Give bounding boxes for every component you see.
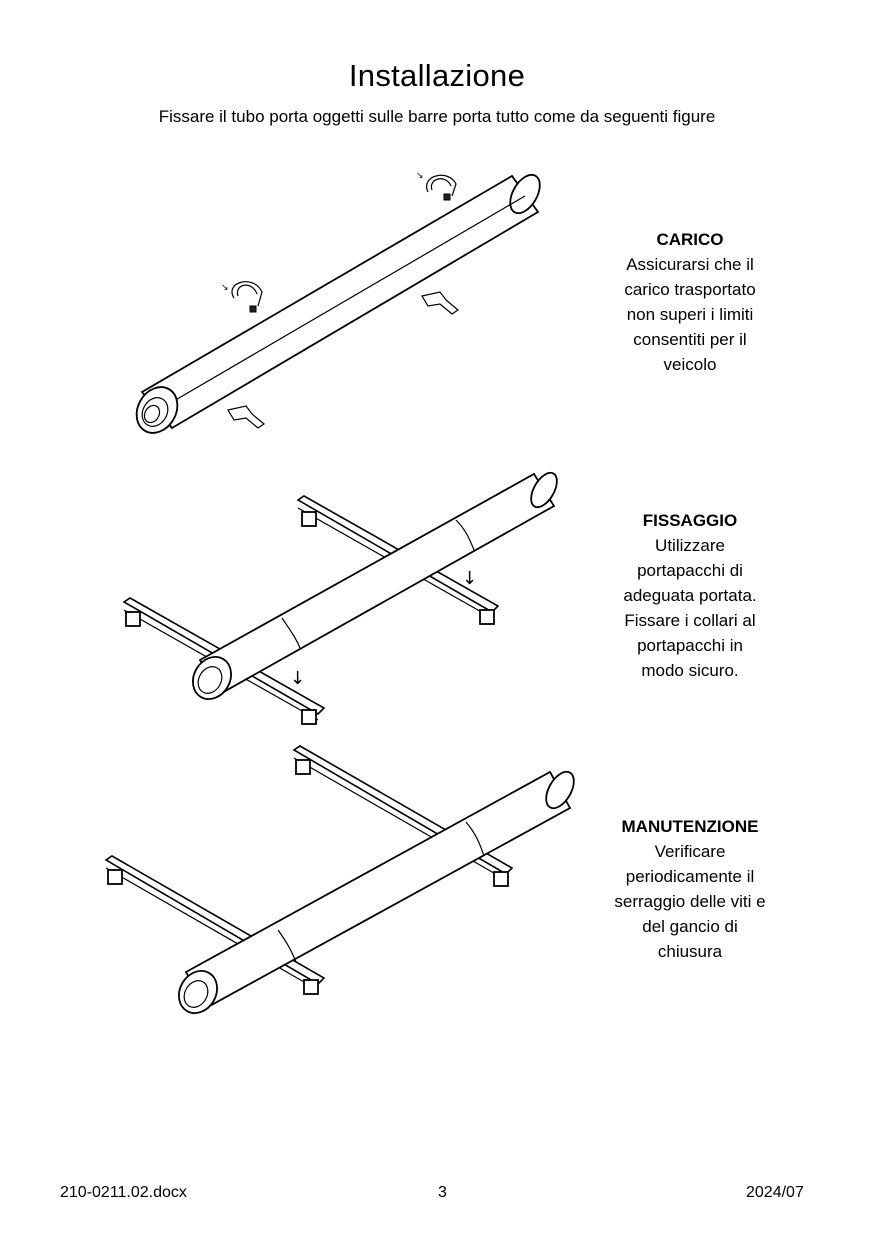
svg-text:↓: ↓ xyxy=(290,668,305,689)
page-title: Installazione xyxy=(348,58,526,93)
footer-page-number: 3 xyxy=(438,1184,447,1201)
step-heading: CARICO xyxy=(656,230,724,249)
footer-date: 2024/07 xyxy=(746,1184,804,1201)
figure-carico-illustration: ↘ ↘ xyxy=(135,171,541,434)
step-line: carico trasportato xyxy=(624,280,756,299)
step-line: portapacchi in xyxy=(637,636,743,655)
step-line: periodicamente il xyxy=(625,867,755,886)
svg-text:↘: ↘ xyxy=(221,283,229,293)
svg-text:↓: ↓ xyxy=(462,568,477,589)
figure-manutenzione-illustration xyxy=(104,745,575,1014)
step-fissaggio: FISSAGGIO Utilizzare portapacchi di adeg… xyxy=(600,508,780,683)
footer-document-name: 210-0211.02.docx xyxy=(60,1184,187,1201)
step-manutenzione: MANUTENZIONE Verificare periodicamente i… xyxy=(600,814,780,964)
step-line: portapacchi di xyxy=(637,561,743,580)
step-heading: FISSAGGIO xyxy=(642,511,738,530)
step-line: non superi i limiti xyxy=(626,305,754,324)
step-line: modo sicuro. xyxy=(641,661,739,680)
step-line: Assicurarsi che il xyxy=(626,255,754,274)
step-carico: CARICO Assicurarsi che il carico traspor… xyxy=(600,227,780,377)
step-line: veicolo xyxy=(663,355,717,374)
step-line: Verificare xyxy=(654,842,726,861)
step-heading: MANUTENZIONE xyxy=(621,817,759,836)
step-line: serraggio delle viti e xyxy=(614,892,766,911)
step-line: Utilizzare xyxy=(655,536,725,555)
step-line: adeguata portata. xyxy=(623,586,757,605)
step-line: chiusura xyxy=(657,942,723,961)
step-line: Fissare i collari al xyxy=(624,611,756,630)
step-line: consentiti per il xyxy=(633,330,747,349)
figure-fissaggio-illustration: ↓ ↓ xyxy=(122,471,558,725)
svg-text:↘: ↘ xyxy=(416,171,424,181)
step-line: del gancio di xyxy=(642,917,738,936)
page-subtitle: Fissare il tubo porta oggetti sulle barr… xyxy=(158,107,716,126)
